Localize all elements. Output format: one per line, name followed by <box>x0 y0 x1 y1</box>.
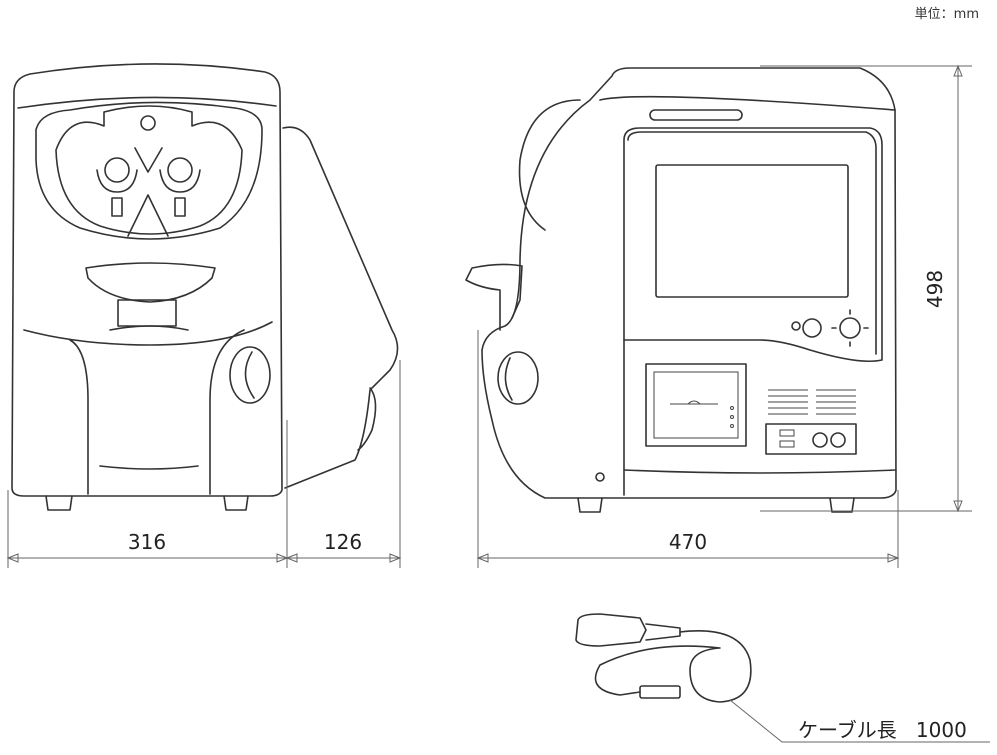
dim-front-depth: 126 <box>324 530 362 554</box>
unit-label: 単位：mm <box>914 7 979 22</box>
dim-side-width: 470 <box>669 530 707 554</box>
front-view <box>11 63 399 511</box>
dim-height: 498 <box>923 270 947 308</box>
cable-label: ケーブル長 <box>798 718 897 742</box>
dim-front-width: 316 <box>128 530 166 554</box>
cable-length-label: ケーブル長 1000 <box>798 714 967 743</box>
side-view <box>465 67 897 513</box>
cable-drawing <box>575 613 990 743</box>
dimension-lines <box>6 64 972 568</box>
cable-length: 1000 <box>915 718 967 742</box>
